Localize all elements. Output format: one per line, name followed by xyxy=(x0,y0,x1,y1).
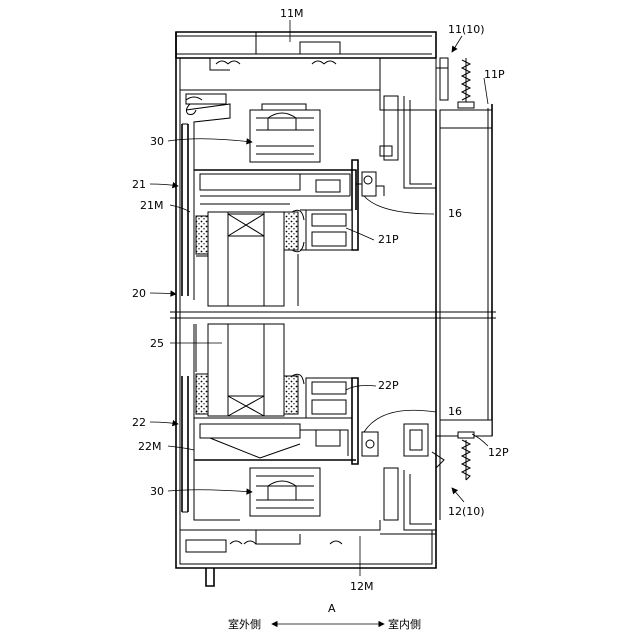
label-12m: 12M xyxy=(350,580,374,593)
label-11m: 11M xyxy=(280,7,304,20)
direction-indoor-label: 室内側 xyxy=(388,617,421,631)
label-22m: 22M xyxy=(138,440,162,453)
screw-bottom xyxy=(458,432,474,480)
direction-marker-a: A xyxy=(328,602,336,615)
direction-indicator: A 室外側 室内側 xyxy=(228,602,421,631)
label-30-upper: 30 xyxy=(150,135,164,148)
label-22: 22 xyxy=(132,416,146,429)
label-12p: 12P xyxy=(488,446,509,459)
label-21m: 21M xyxy=(140,199,164,212)
label-11p: 11P xyxy=(484,68,505,81)
label-21p: 21P xyxy=(378,233,399,246)
glazing-unit xyxy=(196,210,304,306)
label-30-lower: 30 xyxy=(150,485,164,498)
screw-top xyxy=(458,58,474,108)
label-11-10: 11(10) xyxy=(448,23,485,36)
label-25: 25 xyxy=(150,337,164,350)
label-12-10: 12(10) xyxy=(448,505,485,518)
label-20: 20 xyxy=(132,287,146,300)
direction-outdoor-label: 室外側 xyxy=(228,617,261,631)
label-16-upper: 16 xyxy=(448,207,462,220)
label-21: 21 xyxy=(132,178,146,191)
label-22p: 22P xyxy=(378,379,399,392)
label-16-lower: 16 xyxy=(448,405,462,418)
break-line xyxy=(170,312,496,318)
right-wall xyxy=(436,104,492,530)
lower-glazing-unit xyxy=(196,324,304,416)
